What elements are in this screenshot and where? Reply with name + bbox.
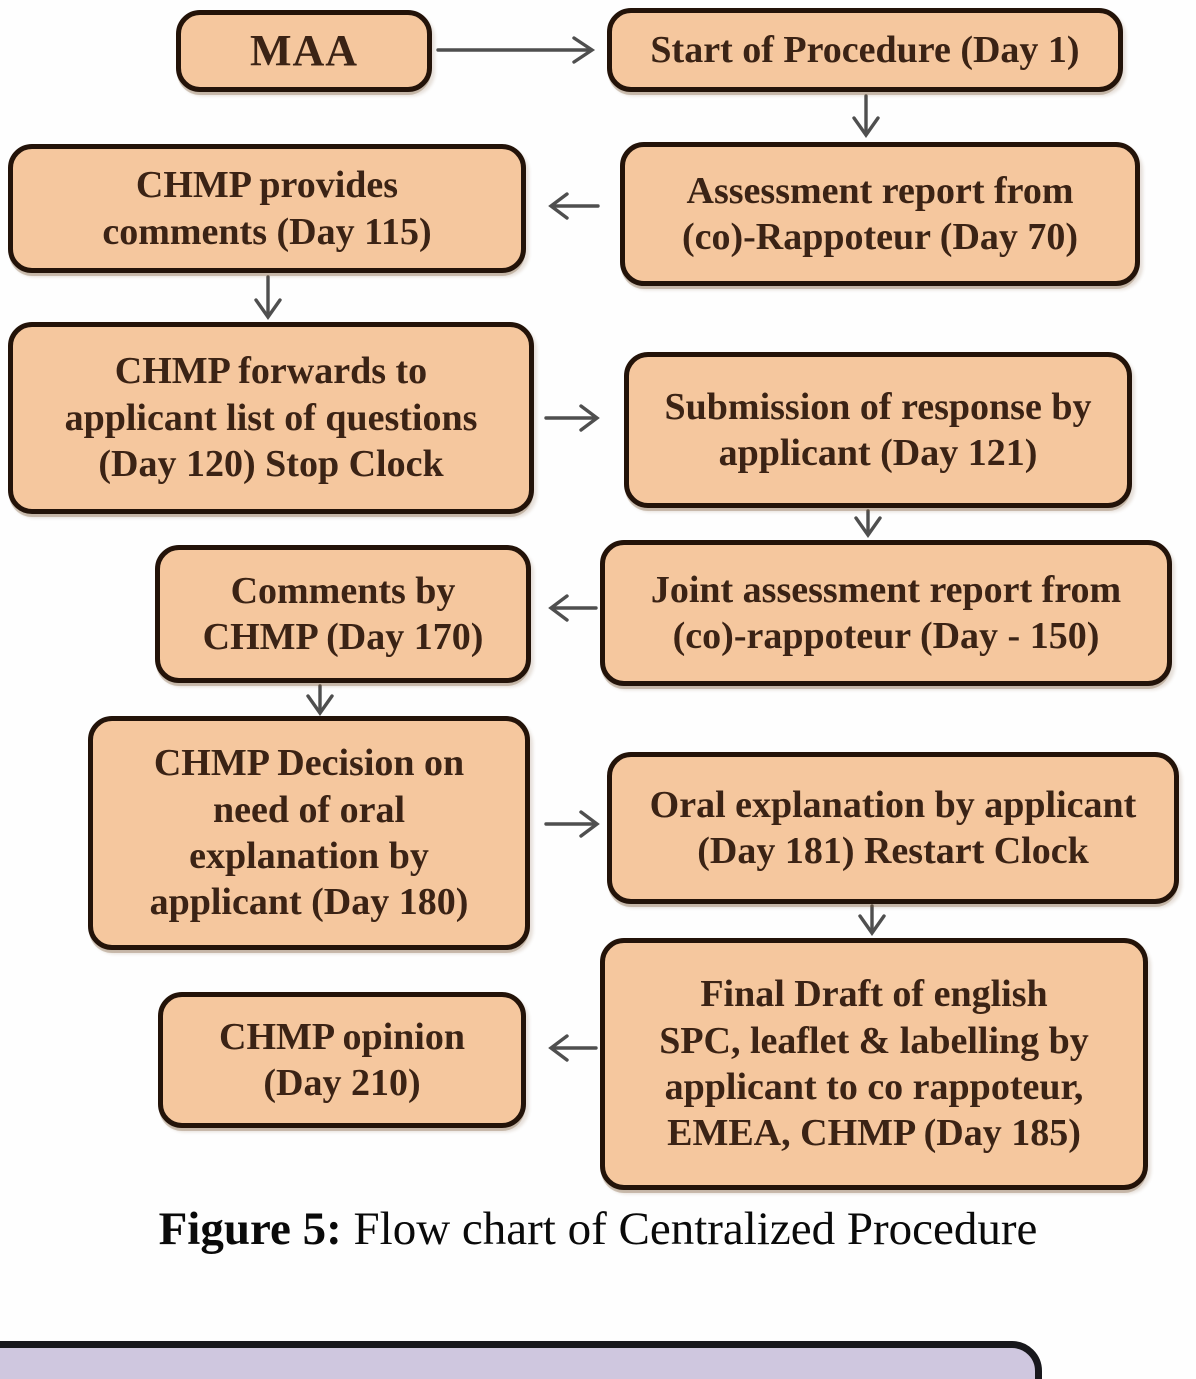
node-oral-explanation-label: Oral explanation by applicant (Day 181) …: [649, 783, 1137, 872]
arrow-joint-assessment-to-comments-by-chmp: [548, 594, 598, 622]
arrow-start-to-assessment-report: [852, 94, 880, 138]
figure-caption: Figure 5: Flow chart of Centralized Proc…: [0, 1202, 1196, 1256]
node-joint-assessment-report-label: Joint assessment report from (co)-rappot…: [650, 568, 1122, 657]
node-final-draft: Final Draft of english SPC, leaflet & la…: [600, 938, 1148, 1190]
arrow-chmp-comments-to-chmp-forwards: [254, 275, 282, 320]
arrow-chmp-forwards-to-submission: [544, 404, 600, 432]
arrow-chmp-decision-to-oral-explanation: [544, 810, 600, 838]
arrow-final-draft-to-chmp-opinion: [548, 1034, 598, 1062]
arrow-maa-to-start: [436, 36, 596, 64]
node-comments-by-chmp: Comments by CHMP (Day 170): [155, 545, 531, 683]
node-comments-by-chmp-label: Comments by CHMP (Day 170): [202, 569, 484, 658]
node-chmp-forwards-questions-label: CHMP forwards to applicant list of quest…: [64, 350, 478, 486]
figure-caption-text: Flow chart of Centralized Procedure: [341, 1203, 1038, 1255]
node-chmp-decision-oral-label: CHMP Decision on need of oral explanatio…: [149, 742, 469, 924]
node-submission-of-response: Submission of response by applicant (Day…: [624, 352, 1132, 508]
arrow-assessment-report-to-chmp-comments: [548, 192, 600, 220]
node-chmp-provides-comments: CHMP provides comments (Day 115): [8, 144, 526, 273]
node-final-draft-label: Final Draft of english SPC, leaflet & la…: [659, 973, 1089, 1155]
node-submission-of-response-label: Submission of response by applicant (Day…: [664, 385, 1092, 474]
node-maa: MAA: [176, 10, 432, 92]
node-start-of-procedure: Start of Procedure (Day 1): [607, 8, 1123, 92]
node-maa-label: MAA: [249, 26, 359, 76]
node-assessment-report: Assessment report from (co)-Rappoteur (D…: [620, 142, 1140, 286]
node-chmp-forwards-questions: CHMP forwards to applicant list of quest…: [8, 322, 534, 514]
node-chmp-opinion: CHMP opinion (Day 210): [158, 992, 526, 1128]
node-oral-explanation: Oral explanation by applicant (Day 181) …: [607, 752, 1179, 904]
arrow-submission-to-joint-assessment: [854, 509, 882, 538]
node-assessment-report-label: Assessment report from (co)-Rappoteur (D…: [681, 169, 1079, 258]
figure-caption-number: Figure 5:: [158, 1203, 342, 1255]
node-chmp-provides-comments-label: CHMP provides comments (Day 115): [102, 164, 432, 253]
arrow-comments-by-chmp-to-chmp-decision: [306, 684, 334, 716]
arrow-oral-explanation-to-final-draft: [858, 904, 886, 936]
node-start-of-procedure-label: Start of Procedure (Day 1): [650, 28, 1080, 71]
partial-bottom-panel: [0, 1341, 1042, 1379]
node-chmp-decision-oral: CHMP Decision on need of oral explanatio…: [88, 716, 530, 950]
node-joint-assessment-report: Joint assessment report from (co)-rappot…: [600, 540, 1172, 686]
node-chmp-opinion-label: CHMP opinion (Day 210): [219, 1015, 465, 1104]
